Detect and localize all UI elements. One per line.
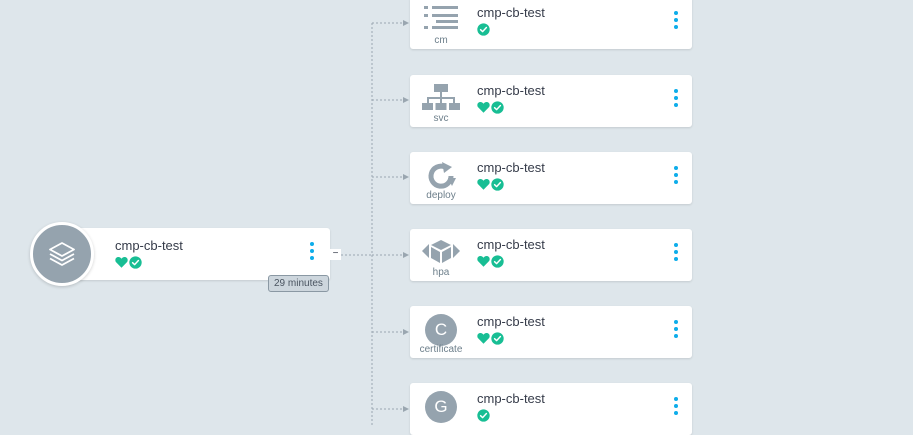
resource-status <box>477 23 490 36</box>
app-name: cmp-cb-test <box>115 238 183 253</box>
resource-node-certificate[interactable]: C certificate cmp-cb-test <box>410 306 692 358</box>
check-circle-icon <box>477 23 490 36</box>
heart-icon <box>115 256 128 268</box>
list-icon <box>410 0 472 49</box>
heart-icon <box>477 255 490 267</box>
check-circle-icon <box>477 409 490 422</box>
resource-node-svc[interactable]: svc cmp-cb-test <box>410 75 692 127</box>
resource-kind: deploy <box>426 190 456 201</box>
resource-kind: certificate <box>419 344 463 355</box>
layers-icon <box>30 222 94 286</box>
resource-menu-button[interactable] <box>674 89 678 107</box>
application-node[interactable]: cmp-cb-test <box>62 228 330 280</box>
age-badge: 29 minutes <box>268 275 329 292</box>
resource-name: cmp-cb-test <box>477 83 545 98</box>
check-circle-icon <box>491 332 504 345</box>
resource-name: cmp-cb-test <box>477 160 545 175</box>
resource-name: cmp-cb-test <box>477 237 545 252</box>
app-menu-button[interactable] <box>310 242 314 260</box>
resource-node-cm[interactable]: cm cmp-cb-test <box>410 0 692 49</box>
sitemap-icon <box>410 75 472 127</box>
resource-name: cmp-cb-test <box>477 5 545 20</box>
resource-status <box>477 101 504 114</box>
letter-icon: G <box>425 391 457 423</box>
resource-kind: hpa <box>432 267 450 278</box>
resource-menu-button[interactable] <box>674 166 678 184</box>
resource-menu-button[interactable] <box>674 11 678 29</box>
heart-icon <box>477 101 490 113</box>
check-circle-icon <box>491 178 504 191</box>
resource-menu-button[interactable] <box>674 320 678 338</box>
tree-edges <box>341 20 409 425</box>
letter-icon: C <box>425 314 457 346</box>
g-icon-wrap: G <box>410 383 472 435</box>
resource-menu-button[interactable] <box>674 243 678 261</box>
resource-kind: cm <box>434 35 448 46</box>
refresh-icon <box>410 152 472 204</box>
check-circle-icon <box>129 256 142 269</box>
resource-status <box>477 332 504 345</box>
cube-arrows-icon <box>410 229 472 281</box>
resource-status <box>477 409 490 422</box>
check-circle-icon <box>491 101 504 114</box>
heart-icon <box>477 178 490 190</box>
resource-status <box>477 178 504 191</box>
resource-node-g[interactable]: G cmp-cb-test <box>410 383 692 435</box>
resource-name: cmp-cb-test <box>477 391 545 406</box>
heart-icon <box>477 332 490 344</box>
resource-menu-button[interactable] <box>674 397 678 415</box>
collapse-toggle[interactable]: − <box>330 249 341 260</box>
check-circle-icon <box>491 255 504 268</box>
app-status <box>115 256 142 269</box>
resource-kind: svc <box>433 113 449 124</box>
resource-name: cmp-cb-test <box>477 314 545 329</box>
resource-node-hpa[interactable]: hpa cmp-cb-test <box>410 229 692 281</box>
certificate-icon-wrap: C <box>410 306 472 358</box>
resource-status <box>477 255 504 268</box>
resource-node-deploy[interactable]: deploy cmp-cb-test <box>410 152 692 204</box>
